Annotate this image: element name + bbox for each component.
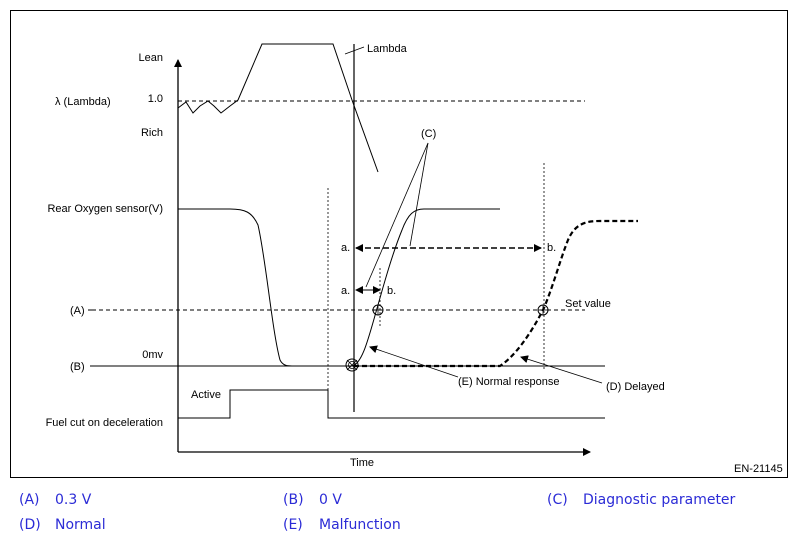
rich-label: Rich (141, 127, 163, 139)
a-label-upper: a. (341, 242, 350, 254)
delayed-response-curve (354, 219, 638, 368)
legend-item-b: (B) 0 V (283, 492, 342, 508)
rear-o2-curve-initial (178, 208, 330, 367)
normal-response-label: (E) Normal response (458, 376, 559, 388)
legend-item-c: (C) Diagnostic parameter (547, 492, 735, 508)
normal-crossing-marker (372, 304, 384, 316)
legend-key: (D) (19, 517, 41, 533)
legend-value: 0.3 V (55, 492, 92, 508)
legend-key: (E) (283, 517, 303, 533)
delayed-crossing-marker (537, 304, 549, 316)
normal-response-leader (369, 345, 459, 378)
diagram-frame (10, 10, 788, 478)
c-label: (C) (421, 128, 436, 140)
legend-key: (A) (19, 492, 40, 508)
legend-value: Diagnostic parameter (583, 492, 736, 508)
b-label-upper: b. (547, 242, 556, 254)
legend-item-d: (D) Normal (19, 517, 106, 533)
legend-item-a: (A) 0.3 V (19, 492, 91, 508)
c-leader-1 (365, 142, 429, 288)
lambda-curve-label: Lambda (367, 43, 408, 55)
lambda-value-label: 1.0 (148, 93, 163, 105)
start-point-marker (345, 358, 359, 372)
normal-response-curve (351, 208, 500, 367)
zero-mv-label: 0mv (142, 349, 163, 361)
figure-code: EN-21145 (734, 463, 783, 475)
marker-b-label: (B) (70, 361, 85, 373)
legend-item-e: (E) Malfunction (283, 517, 401, 533)
a-label-lower: a. (341, 285, 350, 297)
legend-key: (C) (547, 492, 568, 508)
lambda-curve (177, 43, 379, 173)
b-label-lower: b. (387, 285, 396, 297)
lambda-axis-label: λ (Lambda) (55, 96, 111, 108)
fuel-cut-label: Fuel cut on deceleration (46, 417, 163, 429)
legend-value: 0 V (319, 492, 342, 508)
c-leader-2 (409, 142, 429, 247)
delayed-label: (D) Delayed (606, 381, 665, 393)
time-label: Time (350, 457, 374, 469)
rear-o2-label: Rear Oxygen sensor(V) (47, 203, 163, 215)
fuel-cut-signal (178, 389, 605, 419)
legend-value: Normal (55, 517, 106, 533)
legend-key: (B) (283, 492, 304, 508)
active-label: Active (191, 389, 221, 401)
legend-value: Malfunction (319, 517, 401, 533)
lean-label: Lean (139, 52, 163, 64)
set-value-label: Set value (565, 298, 611, 310)
marker-a-label: (A) (70, 305, 85, 317)
delayed-leader (520, 355, 603, 384)
